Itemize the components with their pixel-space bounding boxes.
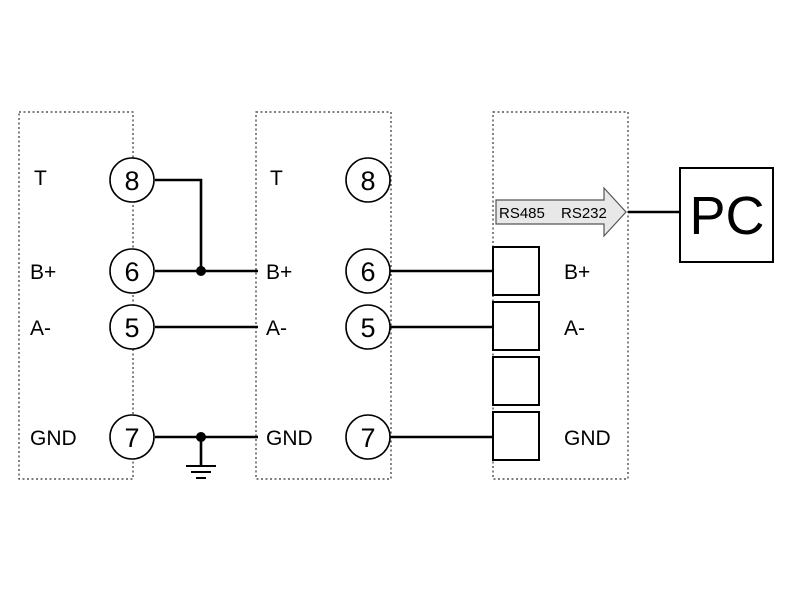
device-1-box <box>18 111 134 480</box>
pc-box <box>679 167 774 263</box>
converter-terminal-gnd <box>492 411 540 461</box>
terminal-number: 7 <box>124 423 139 453</box>
device-1-terminal-gnd: 7 <box>109 414 155 460</box>
device-2-label-gnd: GND <box>266 427 313 450</box>
converter-terminal-empty <box>492 356 540 406</box>
terminal-number: 7 <box>360 423 375 453</box>
device-2-label-a: A- <box>266 317 287 340</box>
device-2-terminal-b: 6 <box>345 248 391 294</box>
pc-label: PC <box>689 186 764 246</box>
terminal-number: 5 <box>124 313 139 343</box>
terminal-number: 8 <box>360 166 375 196</box>
device-1-label-gnd: GND <box>30 427 77 450</box>
terminal-number: 8 <box>124 166 139 196</box>
device-2-terminal-t: 8 <box>345 157 391 203</box>
converter-terminal-a <box>492 301 540 351</box>
device-1-label-a: A- <box>30 317 51 340</box>
terminal-number: 6 <box>360 257 375 287</box>
junction-dot <box>196 266 206 276</box>
rs485-rs232-arrow-icon <box>495 186 627 238</box>
terminal-number: 6 <box>124 257 139 287</box>
arrow-label-rs232: RS232 <box>561 205 607 222</box>
converter-label-b: B+ <box>564 261 590 284</box>
arrow-label-rs485: RS485 <box>499 205 545 222</box>
device-1-label-b: B+ <box>30 261 56 284</box>
device-1-terminal-a: 5 <box>109 304 155 350</box>
device-1-terminal-b: 6 <box>109 248 155 294</box>
ground-icon <box>186 437 216 479</box>
device-2-terminal-a: 5 <box>345 304 391 350</box>
converter-terminal-b <box>492 246 540 296</box>
device-2-label-t: T <box>270 167 283 190</box>
device-1-terminal-t: 8 <box>109 157 155 203</box>
terminal-number: 5 <box>360 313 375 343</box>
converter-label-gnd: GND <box>564 427 611 450</box>
device-2-label-b: B+ <box>266 261 292 284</box>
device-1-label-t: T <box>34 167 47 190</box>
device-2-box <box>255 111 392 480</box>
converter-label-a: A- <box>564 317 585 340</box>
device-2-terminal-gnd: 7 <box>345 414 391 460</box>
wire-t-to-b <box>155 178 203 271</box>
